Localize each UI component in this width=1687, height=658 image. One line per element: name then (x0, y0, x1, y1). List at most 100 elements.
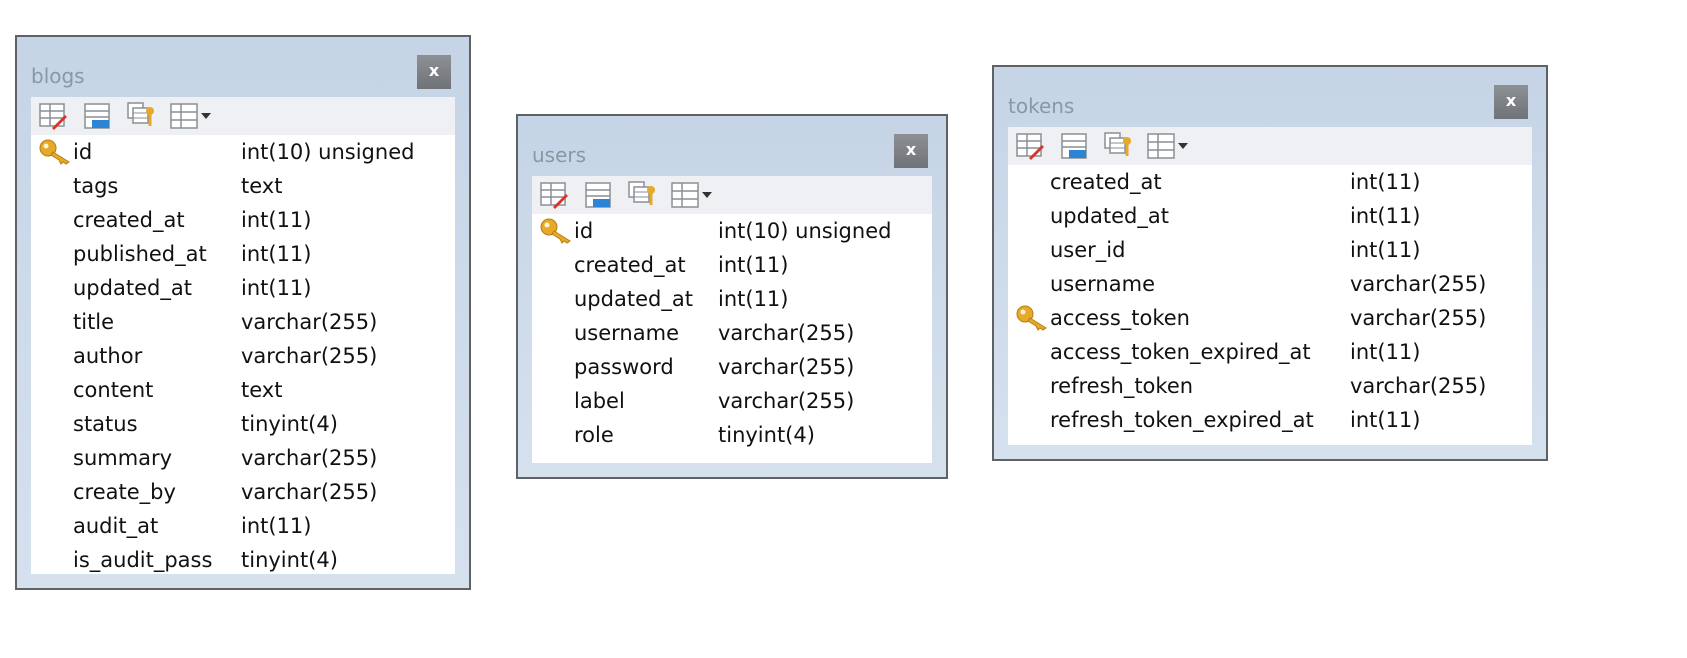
column-name: create_by (73, 480, 176, 504)
primary-key-icon (39, 139, 71, 165)
column-type: int(11) (1350, 238, 1421, 262)
column-row[interactable]: updated_at int(11) (1008, 199, 1532, 233)
edit-table-icon[interactable] (538, 179, 570, 211)
column-type: int(11) (1350, 204, 1421, 228)
column-type: varchar(255) (718, 389, 855, 413)
table-toolbar (31, 97, 455, 135)
column-type: int(11) (718, 253, 789, 277)
column-type: int(11) (241, 514, 312, 538)
column-name: tags (73, 174, 119, 198)
column-row[interactable]: id int(10) unsigned (532, 214, 932, 248)
column-row[interactable]: content text (31, 373, 455, 407)
copy-key-icon[interactable] (626, 179, 658, 211)
column-name: access_token (1050, 306, 1190, 330)
close-button[interactable]: x (417, 55, 451, 89)
column-row[interactable]: tags text (31, 169, 455, 203)
copy-key-icon[interactable] (125, 100, 157, 132)
column-row[interactable]: access_token_expired_at int(11) (1008, 335, 1532, 369)
column-name: content (73, 378, 154, 402)
edit-table-icon[interactable] (37, 100, 69, 132)
column-row[interactable]: audit_at int(11) (31, 509, 455, 543)
close-button[interactable]: x (894, 134, 928, 168)
column-name: username (1050, 272, 1155, 296)
column-name: id (73, 140, 93, 164)
column-name: updated_at (574, 287, 693, 311)
column-name: user_id (1050, 238, 1126, 262)
primary-key-icon (1016, 305, 1048, 331)
column-type: int(10) unsigned (718, 219, 892, 243)
column-name: refresh_token (1050, 374, 1194, 398)
column-row[interactable]: updated_at int(11) (31, 271, 455, 305)
column-name: published_at (73, 242, 207, 266)
column-type: tinyint(4) (241, 412, 338, 436)
column-row[interactable]: user_id int(11) (1008, 233, 1532, 267)
table-title: blogs (31, 64, 85, 88)
table-properties-icon[interactable] (582, 179, 614, 211)
column-row[interactable]: published_at int(11) (31, 237, 455, 271)
column-row[interactable]: updated_at int(11) (532, 282, 932, 316)
column-type: tinyint(4) (241, 548, 338, 572)
column-name: refresh_token_expired_at (1050, 408, 1314, 432)
table-view-dropdown-icon[interactable] (169, 100, 219, 132)
column-type: text (241, 378, 283, 402)
column-name: status (73, 412, 138, 436)
title-bar[interactable]: users x (518, 116, 946, 174)
column-name: created_at (73, 208, 185, 232)
column-type: varchar(255) (718, 321, 855, 345)
column-name: access_token_expired_at (1050, 340, 1311, 364)
title-bar[interactable]: blogs x (17, 37, 469, 95)
table-view-dropdown-icon[interactable] (1146, 130, 1196, 162)
column-type: varchar(255) (718, 355, 855, 379)
table-title: tokens (1008, 94, 1075, 118)
close-button[interactable]: x (1494, 85, 1528, 119)
table-toolbar (532, 176, 932, 214)
column-row[interactable]: is_audit_pass tinyint(4) (31, 543, 455, 577)
table-window-users[interactable]: users x id int(10) unsigned created_at int(… (516, 114, 948, 479)
column-type: tinyint(4) (718, 423, 815, 447)
primary-key-icon (540, 218, 572, 244)
column-row[interactable]: create_by varchar(255) (31, 475, 455, 509)
title-bar[interactable]: tokens x (994, 67, 1546, 125)
column-row[interactable]: username varchar(255) (532, 316, 932, 350)
column-name: summary (73, 446, 173, 470)
column-type: int(11) (241, 276, 312, 300)
column-name: username (574, 321, 679, 345)
column-name: role (574, 423, 614, 447)
column-name: id (574, 219, 594, 243)
column-row[interactable]: role tinyint(4) (532, 418, 932, 452)
edit-table-icon[interactable] (1014, 130, 1046, 162)
copy-key-icon[interactable] (1102, 130, 1134, 162)
column-type: int(11) (241, 242, 312, 266)
table-view-dropdown-icon[interactable] (670, 179, 720, 211)
column-name: updated_at (1050, 204, 1169, 228)
column-name: created_at (574, 253, 686, 277)
column-name: is_audit_pass (73, 548, 213, 572)
column-name: audit_at (73, 514, 159, 538)
column-row[interactable]: created_at int(11) (532, 248, 932, 282)
column-type: int(11) (718, 287, 789, 311)
column-type: varchar(255) (241, 480, 378, 504)
column-row[interactable]: status tinyint(4) (31, 407, 455, 441)
table-properties-icon[interactable] (1058, 130, 1090, 162)
column-name: updated_at (73, 276, 192, 300)
column-type: int(11) (1350, 340, 1421, 364)
table-properties-icon[interactable] (81, 100, 113, 132)
column-type: text (241, 174, 283, 198)
